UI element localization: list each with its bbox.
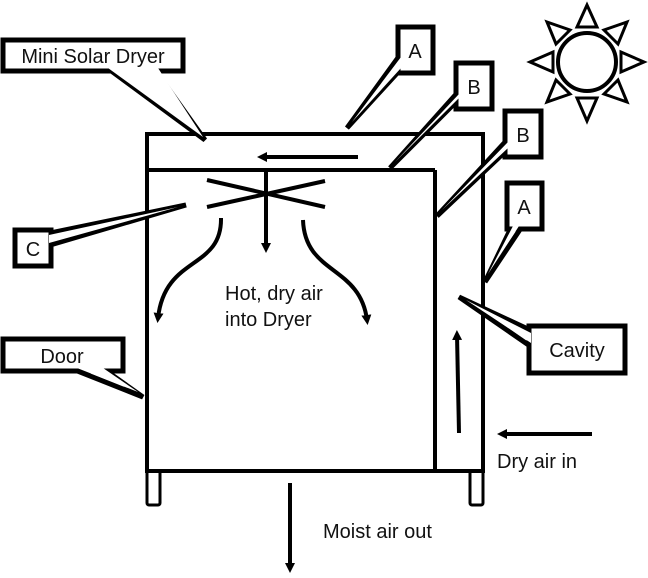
left-leg [145,469,162,507]
sun-icon [526,1,648,125]
label-door: Door [40,346,84,368]
label-a-right: A [517,197,531,219]
callout-cavity: Cavity [457,294,628,376]
right-leg [468,469,485,507]
label-a-top: A [408,41,422,63]
label-c: C [26,239,40,261]
moist-air-out-text: Moist air out [323,521,432,543]
title-label: Mini Solar Dryer [21,46,165,68]
callout-a-top: A [344,24,436,130]
callout-b-right: B [435,108,544,218]
right-curve-arrow [301,219,372,325]
cavity-up-arrow [452,330,463,434]
dryer-body [145,132,485,507]
callout-mini-solar-dryer: Mini Solar Dryer [0,37,208,143]
hot-air-text-2: into Dryer [225,309,312,331]
label-b-right: B [516,125,529,147]
callout-c: C [12,202,187,269]
outer-frame [145,132,485,473]
label-b-top: B [467,77,480,99]
callout-a-right: A [482,180,545,284]
hot-air-text-1: Hot, dry air [225,283,323,305]
callout-door: Door [0,336,145,400]
dry-air-in-text: Dry air in [497,451,577,473]
left-curve-arrow [153,217,224,323]
callout-b-top: B [388,60,495,170]
label-cavity: Cavity [549,340,605,362]
